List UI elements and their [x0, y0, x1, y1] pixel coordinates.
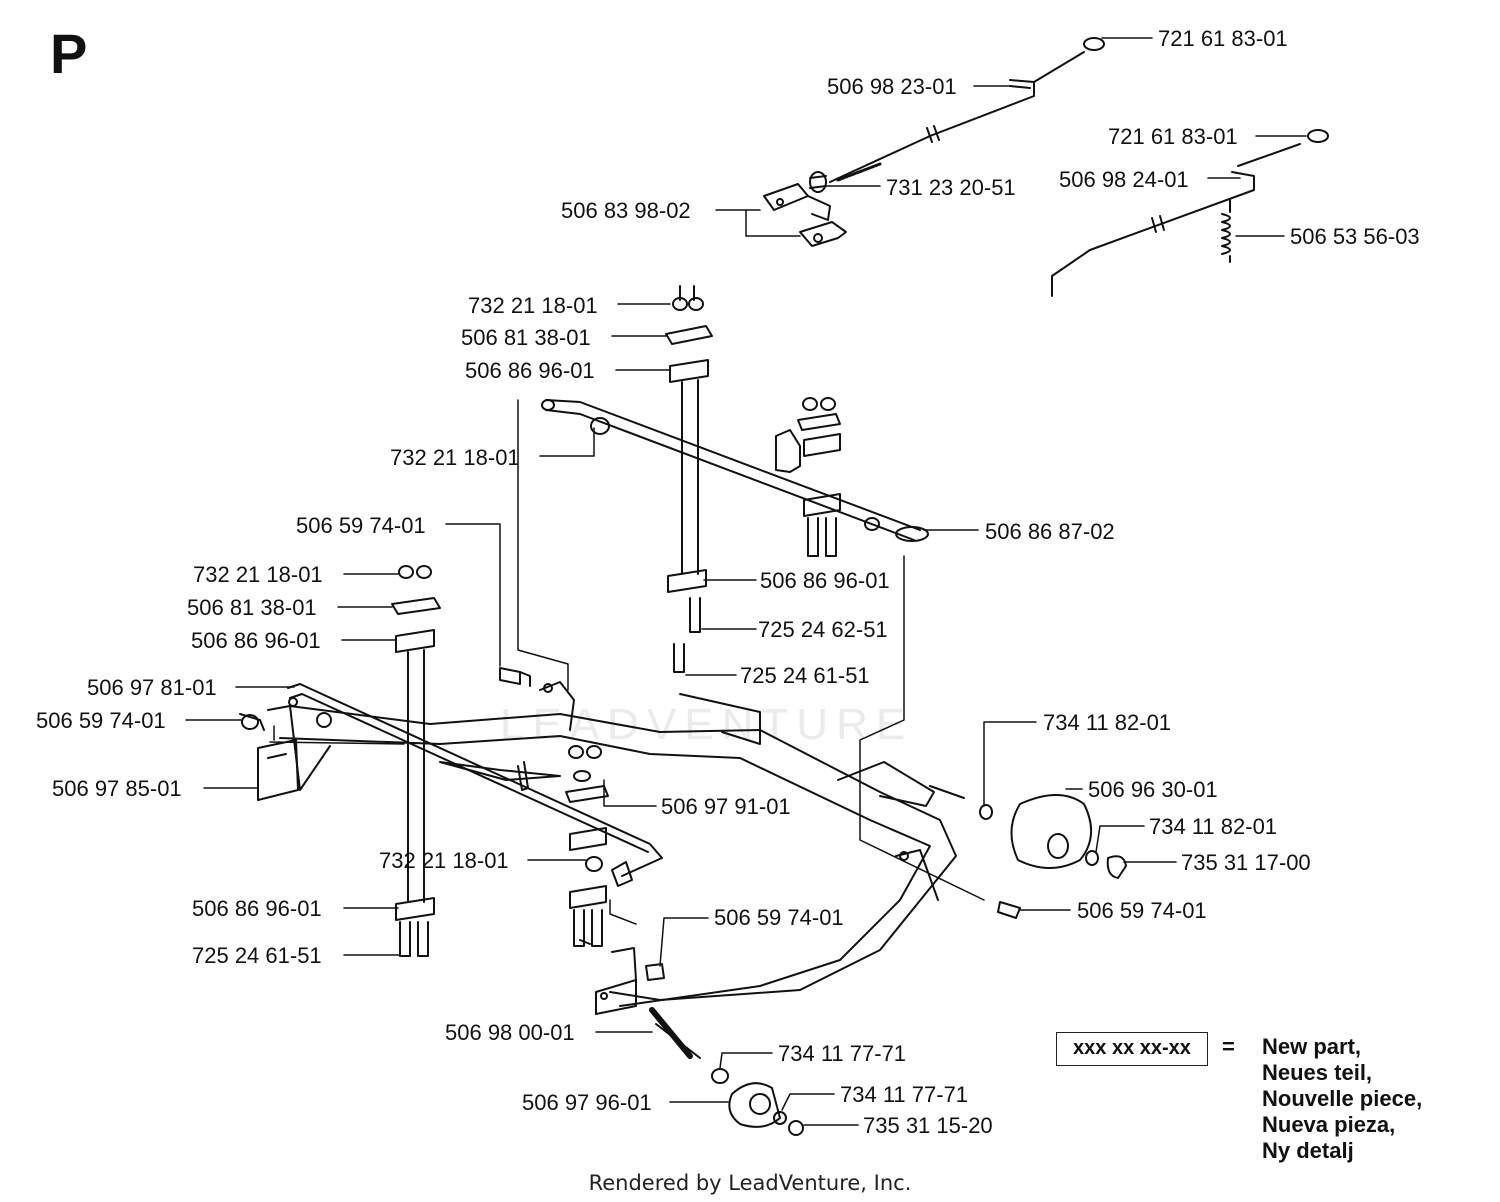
- spring-506-53-56: [1221, 199, 1231, 263]
- rod-506-97-81: [239, 683, 663, 887]
- hanger-stack-lower: [565, 745, 609, 947]
- callout-506-97-91-01[interactable]: 506 97 91-01: [661, 794, 791, 819]
- callout-734-11-82-01-b[interactable]: 734 11 82-01: [1149, 814, 1278, 839]
- section-letter: P: [50, 22, 88, 85]
- callout-506-59-74-01-c[interactable]: 506 59 74-01: [714, 905, 844, 930]
- callout-732-21-18-01-b[interactable]: 732 21 18-01: [390, 445, 520, 470]
- legend-equals: =: [1222, 1034, 1235, 1059]
- hanger-stack-center: [665, 285, 713, 673]
- callout-732-21-18-01-a[interactable]: 732 21 18-01: [468, 293, 598, 318]
- callout-725-24-62-51[interactable]: 725 24 62-51: [758, 617, 888, 642]
- hanger-stack-right: [797, 397, 841, 557]
- cable-506-98-24: [1051, 129, 1329, 297]
- callout-506-98-00-01[interactable]: 506 98 00-01: [445, 1020, 575, 1045]
- watermark: LEADVENTURE: [500, 700, 914, 749]
- frame-506-97-85: [257, 681, 957, 1015]
- callout-734-11-77-71-a[interactable]: 734 11 77-71: [778, 1041, 907, 1066]
- footer: Rendered by LeadVenture, Inc.: [588, 1171, 912, 1195]
- callout-506-59-74-01-b[interactable]: 506 59 74-01: [36, 708, 166, 733]
- callout-506-86-96-01-a[interactable]: 506 86 96-01: [465, 358, 595, 383]
- callout-506-83-98-02[interactable]: 506 83 98-02: [561, 198, 691, 223]
- roller-506-97-96: [649, 1007, 804, 1136]
- legend-box: xxx xx xx-xx: [1056, 1032, 1208, 1066]
- callout-721-61-83-01-a[interactable]: 721 61 83-01: [1158, 26, 1288, 51]
- callout-732-21-18-01-d[interactable]: 732 21 18-01: [379, 848, 509, 873]
- bracket-lines: [269, 209, 985, 925]
- legend-line: New part,: [1262, 1034, 1362, 1059]
- callout-506-98-24-01[interactable]: 506 98 24-01: [1059, 167, 1189, 192]
- leader-lines: [185, 37, 1307, 1126]
- callout-725-24-61-51-b[interactable]: 725 24 61-51: [192, 943, 322, 968]
- callout-735-31-17-00[interactable]: 735 31 17-00: [1181, 850, 1311, 875]
- callout-506-59-74-01-d[interactable]: 506 59 74-01: [1077, 898, 1207, 923]
- callout-734-11-77-71-b[interactable]: 734 11 77-71: [840, 1082, 969, 1107]
- callout-506-96-30-01[interactable]: 506 96 30-01: [1088, 777, 1218, 802]
- callout-506-97-81-01[interactable]: 506 97 81-01: [87, 675, 217, 700]
- callout-506-86-96-01-d[interactable]: 506 86 96-01: [192, 896, 322, 921]
- callout-506-98-23-01[interactable]: 506 98 23-01: [827, 74, 957, 99]
- callout-725-24-61-51-a[interactable]: 725 24 61-51: [740, 663, 870, 688]
- callout-506-86-87-02[interactable]: 506 86 87-02: [985, 519, 1115, 544]
- callout-721-61-83-01-b[interactable]: 721 61 83-01: [1108, 124, 1238, 149]
- cable-506-98-23: [829, 37, 1105, 183]
- hanger-stack-left: [391, 565, 441, 957]
- rod-506-86-87: [541, 399, 929, 542]
- legend-line: Neues teil,: [1262, 1060, 1373, 1085]
- legend-text: New part, Neues teil, Nouvelle piece, Nu…: [1262, 1034, 1422, 1164]
- legend-line: Nueva pieza,: [1262, 1112, 1396, 1137]
- callout-732-21-18-01-c[interactable]: 732 21 18-01: [193, 562, 323, 587]
- callout-506-97-96-01[interactable]: 506 97 96-01: [522, 1090, 652, 1115]
- callout-506-53-56-03[interactable]: 506 53 56-03: [1290, 224, 1420, 249]
- callout-506-81-38-01-a[interactable]: 506 81 38-01: [461, 325, 591, 350]
- legend-line: Ny detalj: [1262, 1138, 1354, 1163]
- callout-506-97-85-01[interactable]: 506 97 85-01: [52, 776, 182, 801]
- callout-734-11-82-01-a[interactable]: 734 11 82-01: [1043, 710, 1172, 735]
- callout-735-31-15-20[interactable]: 735 31 15-20: [863, 1113, 993, 1138]
- callout-506-86-96-01-c[interactable]: 506 86 96-01: [191, 628, 321, 653]
- nut-731-23-20: [809, 171, 827, 193]
- callout-506-86-96-01-b[interactable]: 506 86 96-01: [760, 568, 890, 593]
- wheel-506-96-30: [929, 785, 1127, 879]
- callout-506-81-38-01-b[interactable]: 506 81 38-01: [187, 595, 317, 620]
- legend-line: Nouvelle piece,: [1262, 1086, 1423, 1111]
- clevis-506-83-98: [763, 183, 847, 247]
- callout-731-23-20-51[interactable]: 731 23 20-51: [886, 175, 1016, 200]
- callout-506-59-74-01-a[interactable]: 506 59 74-01: [296, 513, 426, 538]
